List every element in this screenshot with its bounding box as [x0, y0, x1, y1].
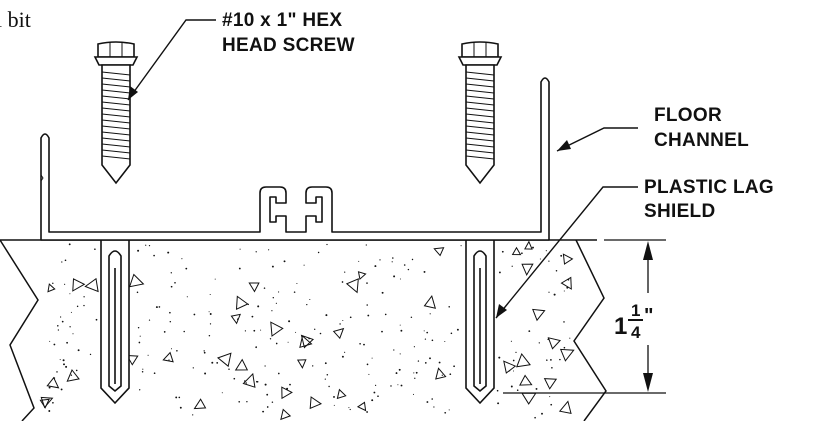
concrete-slab	[0, 239, 607, 421]
floor-channel	[40, 77, 550, 241]
hex-head-screw-right	[457, 41, 503, 185]
screw-label-line2: HEAD SCREW	[222, 35, 355, 56]
svg-text:": "	[644, 305, 653, 327]
top-left-fragment: l bit	[0, 7, 31, 32]
svg-text:4: 4	[631, 323, 641, 342]
depth-dimension	[503, 239, 666, 394]
concrete-stipple	[48, 243, 571, 419]
svg-text:1: 1	[614, 313, 627, 340]
leader-arrowheads	[128, 86, 571, 318]
concrete-aggregate	[39, 240, 575, 421]
svg-text:1: 1	[631, 301, 640, 320]
hex-head-screw-left	[93, 41, 139, 185]
lag-shield-left	[100, 239, 130, 405]
dimension-arrowheads	[643, 241, 653, 392]
channel-label-line1: FLOOR	[654, 105, 722, 126]
shield-label-line2: SHIELD	[644, 201, 715, 222]
lag-shield-right	[465, 239, 495, 405]
leader-lines	[127, 19, 638, 319]
channel-label-line2: CHANNEL	[654, 130, 749, 151]
shield-label-line1: PLASTIC LAG	[644, 177, 774, 198]
dimension-value: 1 1 4 "	[614, 301, 653, 342]
screw-label-line1: #10 x 1" HEX	[222, 10, 342, 31]
